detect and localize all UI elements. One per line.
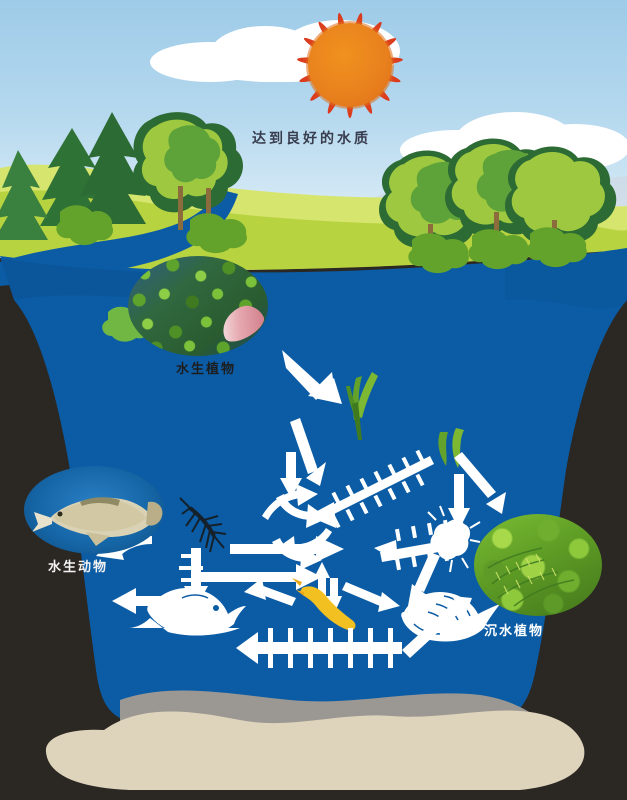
- flow-arrow-icon: [244, 578, 296, 606]
- grass-sprout-icon: [346, 372, 378, 440]
- segmented-flow-arrow-icon: [230, 536, 344, 562]
- segmented-flow-arrow-icon: [374, 519, 462, 571]
- flow-arrow-icon: [342, 582, 400, 612]
- flow-arrow-icon: [262, 484, 318, 520]
- submerged-weed-photo[interactable]: [474, 514, 602, 616]
- shrub-icon: [408, 227, 587, 274]
- broadleaf-tree-icon: [133, 112, 243, 230]
- flow-arrow-icon: [112, 588, 168, 614]
- page-title: 达到良好的水质: [252, 131, 371, 147]
- flow-arrow-icon: [402, 596, 472, 658]
- flow-arrow-icon: [448, 474, 470, 530]
- flow-arrow-icon: [282, 350, 342, 404]
- flow-arrow-icon: [118, 566, 150, 576]
- fish-photo[interactable]: [24, 466, 164, 554]
- flow-arrow-icon: [454, 452, 506, 514]
- aquatic-animals-label: 水生动物: [48, 560, 109, 575]
- flow-arrow-icon: [228, 554, 300, 564]
- duckweed-photo[interactable]: [128, 256, 268, 356]
- aquatic-plants-label: 水生植物: [176, 362, 237, 377]
- flow-arrow-icon: [280, 452, 302, 498]
- segmented-flow-arrow-icon: [236, 628, 402, 668]
- broadleaf-tree-icon: [379, 138, 617, 256]
- fish-silhouette-icon: [128, 588, 246, 636]
- flow-arrow-icon: [200, 564, 322, 590]
- water-insect-icon: [179, 497, 227, 553]
- yellow-larva-icon: [292, 578, 356, 631]
- conifer-tree-icon: [0, 112, 146, 240]
- flow-arrow-icon: [290, 418, 326, 486]
- flow-arrow-icon: [408, 552, 440, 606]
- shrub-icon: [56, 205, 247, 342]
- sun-icon: [290, 5, 410, 125]
- submerged-plants-label: 沉水植物: [484, 624, 545, 639]
